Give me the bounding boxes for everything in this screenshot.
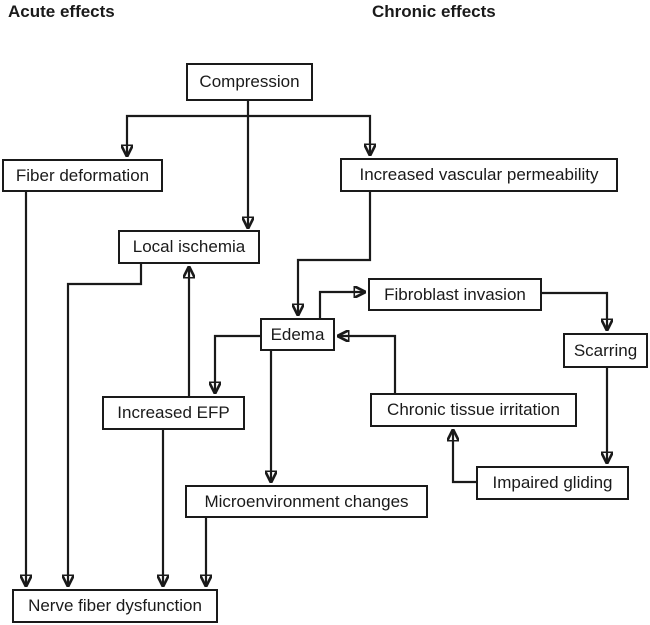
edge-compression-increased-vascular-permeability [248,114,370,154]
edge-chronic-tissue-irritation-edema [339,336,397,393]
node-microenvironment-changes: Microenvironment changes [185,485,428,518]
node-fibroblast-invasion: Fibroblast invasion [368,278,542,311]
node-scarring: Scarring [563,333,648,368]
edge-compression-fiber-deformation [127,114,248,155]
node-increased-efp: Increased EFP [102,396,245,430]
edge-local-ischemia-nerve-fiber-dysfunction [68,264,143,585]
edge-impaired-gliding-chronic-tissue-irritation [453,431,476,484]
edge-edema-fibroblast-invasion [318,292,364,318]
node-chronic-tissue-irritation: Chronic tissue irritation [370,393,577,427]
node-local-ischemia: Local ischemia [118,230,260,264]
edge-increased-vascular-permeability-edema [298,192,372,314]
node-increased-vascular-permeability: Increased vascular permeability [340,158,618,192]
node-impaired-gliding: Impaired gliding [476,466,629,500]
node-nerve-fiber-dysfunction: Nerve fiber dysfunction [12,589,218,623]
edge-fibroblast-invasion-scarring [542,291,607,329]
title-acute-effects: Acute effects [8,2,115,21]
node-edema: Edema [260,318,335,351]
edge-edema-increased-efp [215,334,260,392]
title-chronic-effects: Chronic effects [372,2,496,21]
node-fiber-deformation: Fiber deformation [2,159,163,192]
node-compression: Compression [186,63,313,101]
